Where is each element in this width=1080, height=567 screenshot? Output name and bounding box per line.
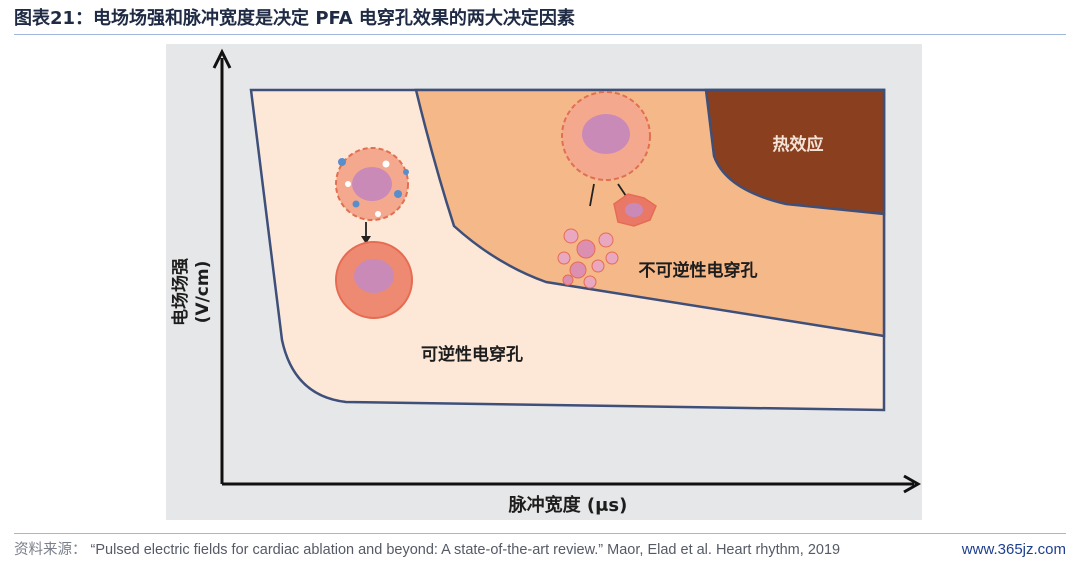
title-divider xyxy=(14,34,1066,35)
x-axis-label: 脉冲宽度 (μs) xyxy=(508,494,628,516)
label-thermal: 热效应 xyxy=(773,134,824,155)
arrow-recovery-head-icon xyxy=(361,236,371,244)
cell-porated-irreversible xyxy=(561,91,651,181)
y-axis-label: 电场场强 xyxy=(170,258,191,326)
x-axis-arrow-icon xyxy=(903,474,922,494)
y-axis-arrow-icon xyxy=(212,48,232,69)
source-citation: 资料来源： “Pulsed electric fields for cardia… xyxy=(14,538,840,562)
cell-fragmented xyxy=(557,228,619,289)
label-irreversible: 不可逆性电穿孔 xyxy=(639,260,758,281)
figure-panel: 热效应 不可逆性电穿孔 可逆性电穿孔 脉冲宽度 (μs) 电场场强 (V/cm) xyxy=(166,44,922,520)
label-reversible: 可逆性电穿孔 xyxy=(421,344,523,365)
cell-recovered xyxy=(335,241,413,319)
watermark: www.365jz.com xyxy=(957,538,1070,562)
region-thermal xyxy=(704,88,886,216)
cell-shrunken xyxy=(613,193,657,227)
electroporation-diagram: 热效应 不可逆性电穿孔 可逆性电穿孔 脉冲宽度 (μs) 电场场强 (V/cm) xyxy=(170,48,922,516)
page-title: 图表21：电场场强和脉冲宽度是决定 PFA 电穿孔效果的两大决定因素 xyxy=(14,8,575,29)
source-divider xyxy=(14,533,1066,534)
arrow-shrink xyxy=(617,183,627,197)
source-lead: 资料来源： xyxy=(14,542,87,558)
y-axis-unit: (V/cm) xyxy=(193,261,213,324)
arrow-lysis xyxy=(589,183,595,207)
cell-porated-reversible xyxy=(335,147,409,221)
source-text: “Pulsed electric fields for cardiac abla… xyxy=(90,542,841,558)
